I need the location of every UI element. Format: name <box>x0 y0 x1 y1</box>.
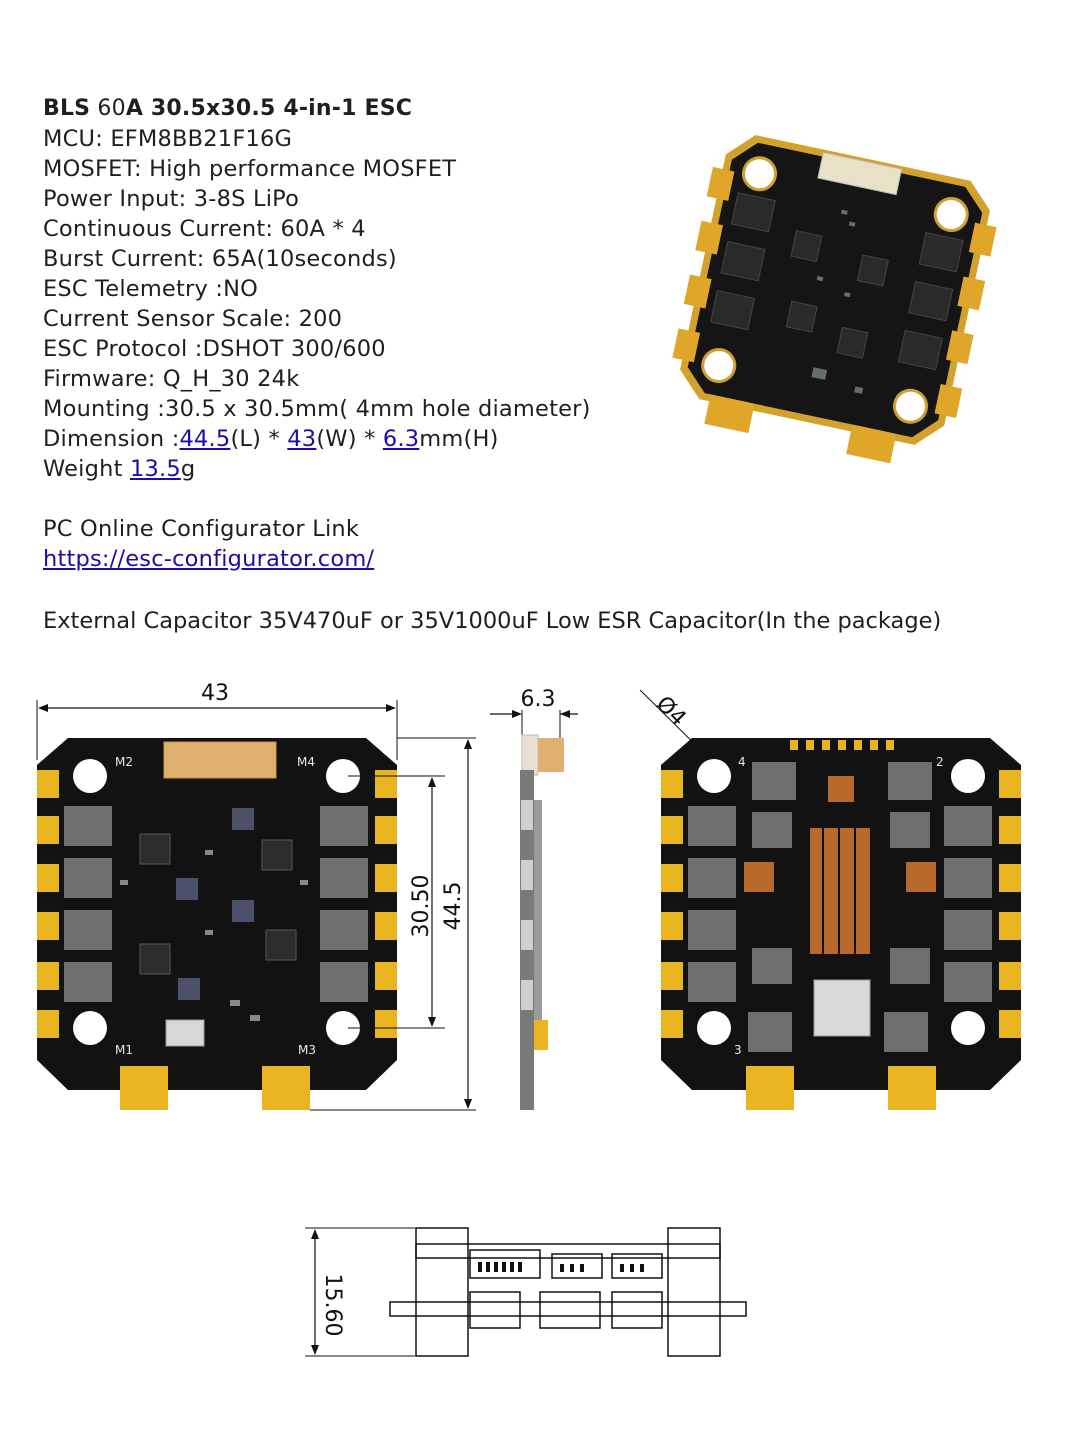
spec-dimension: Dimension :44.5(L) * 43(W) * 6.3mm(H) <box>43 424 643 454</box>
dimension-w-unit: (W) * <box>316 426 383 452</box>
dimension-length-link[interactable]: 44.5 <box>179 426 231 452</box>
weight-unit: g <box>180 456 196 482</box>
product-title: BLS 60A 30.5x30.5 4-in-1 ESC <box>43 94 643 124</box>
esc-top-view-drawing: 43 M2 M4 M1 M3 <box>36 681 476 1111</box>
spec-protocol: ESC Protocol :DSHOT 300/600 <box>43 336 386 362</box>
spec-list: BLS 60A 30.5x30.5 4-in-1 ESC MCU: EFM8BB… <box>43 94 643 574</box>
silk-m2: M2 <box>115 755 133 769</box>
dimension-height-link[interactable]: 6.3 <box>382 426 420 452</box>
title-rest: A 30.5x30.5 4-in-1 ESC <box>125 96 413 121</box>
esc-side-profile-drawing: 6.3 <box>490 687 578 1110</box>
width-dimension-label: 43 <box>201 681 229 706</box>
configurator-heading: PC Online Configurator Link <box>43 516 360 542</box>
spec-mounting: Mounting :30.5 x 30.5mm( 4mm hole diamet… <box>43 396 591 422</box>
spec-current-sensor: Current Sensor Scale: 200 <box>43 306 343 332</box>
title-60: 60 <box>90 96 126 121</box>
weight-prefix: Weight <box>43 456 130 482</box>
esc-stack-side-drawing: 15.60 <box>305 1227 747 1357</box>
spec-telemetry: ESC Telemetry :NO <box>43 276 259 302</box>
silk-m3: M3 <box>298 1043 316 1057</box>
thickness-label: 6.3 <box>521 687 556 712</box>
silk-pad-3: 3 <box>734 1043 742 1057</box>
stack-height-label: 15.60 <box>320 1274 345 1337</box>
silk-m4: M4 <box>297 755 315 769</box>
silk-pad-2: 2 <box>936 755 944 769</box>
spec-continuous-current: Continuous Current: 60A * 4 <box>43 216 366 242</box>
dimension-prefix: Dimension : <box>43 426 180 452</box>
spec-power-input: Power Input: 3-8S LiPo <box>43 186 300 212</box>
capacitor-note: External Capacitor 35V470uF or 35V1000uF… <box>43 608 942 634</box>
configurator-link[interactable]: https://esc-configurator.com/ <box>43 546 375 572</box>
silk-m1: M1 <box>115 1043 133 1057</box>
hole-diameter-label: Ø4 <box>651 692 691 732</box>
spec-mcu: MCU: EFM8BB21F16G <box>43 126 293 152</box>
spec-firmware: Firmware: Q_H_30 24k <box>43 366 300 392</box>
spec-weight: Weight 13.5g <box>43 454 643 484</box>
length-label: 44.5 <box>441 882 466 931</box>
dimension-h-unit: mm(H) <box>419 426 499 452</box>
silk-pad-4: 4 <box>738 755 746 769</box>
dimension-l-unit: (L) * <box>230 426 288 452</box>
title-bls: BLS <box>43 96 91 121</box>
esc-bottom-view-drawing: Ø4 4 2 3 <box>639 689 1021 1110</box>
hole-spacing-label: 30.50 <box>409 875 434 938</box>
weight-value-link[interactable]: 13.5 <box>129 456 181 482</box>
dimension-width-link[interactable]: 43 <box>287 426 317 452</box>
spec-burst-current: Burst Current: 65A(10seconds) <box>43 246 397 272</box>
spec-mosfet: MOSFET: High performance MOSFET <box>43 156 457 182</box>
